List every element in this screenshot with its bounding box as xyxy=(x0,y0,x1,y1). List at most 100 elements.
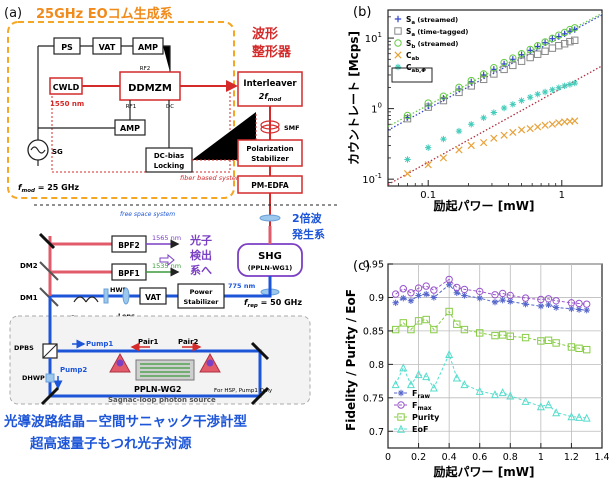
c-point-s2-0 xyxy=(391,325,400,334)
pol-stab-label-1: Polarization xyxy=(246,145,293,153)
c-point-s0-17 xyxy=(568,305,575,313)
c-point-s0-0-glyph xyxy=(392,299,399,307)
b-point-s3-7 xyxy=(500,131,508,139)
c-xtick-label-6: 1.2 xyxy=(564,452,579,463)
b-point-s1-8 xyxy=(509,61,517,70)
c-point-s3-2-glyph xyxy=(406,380,415,389)
c-xtick-label-2: 0.4 xyxy=(442,452,457,463)
b-point-s1-14-glyph xyxy=(555,41,563,50)
c-point-s0-16-glyph xyxy=(552,304,560,311)
detect-arrow-icon xyxy=(159,253,175,267)
b-point-s2-9 xyxy=(517,50,526,58)
c-point-s3-19 xyxy=(582,413,591,422)
c-point-s2-0-glyph xyxy=(391,325,400,334)
lens-icon xyxy=(122,287,130,305)
c-point-s0-5 xyxy=(430,294,438,301)
c-legend-main-1: F xyxy=(412,401,417,410)
c-point-s0-8-glyph xyxy=(461,292,468,299)
fmod-label: fmod = 25 GHz xyxy=(18,183,79,194)
b-point-s4-1 xyxy=(425,144,432,151)
c-point-s2-11-glyph xyxy=(498,331,507,339)
b-point-s3-12 xyxy=(541,121,549,129)
b-point-s2-10 xyxy=(526,45,534,54)
b-point-s1-15 xyxy=(560,40,569,48)
b-point-s2-4-glyph xyxy=(467,76,475,85)
free-space-label: free space system xyxy=(120,211,175,218)
pump1-label: Pump1 xyxy=(86,340,113,348)
c-point-s1-12-glyph xyxy=(506,291,514,300)
b-point-s1-12 xyxy=(541,47,549,55)
b-legend-marker-2 xyxy=(394,39,402,47)
c-point-s1-2-glyph xyxy=(407,289,415,297)
b-point-s0-13 xyxy=(549,35,556,42)
c-legend-marker-1-glyph xyxy=(397,401,405,409)
c-series-line-1 xyxy=(395,278,587,305)
b-point-s2-12-glyph xyxy=(541,38,549,46)
c-point-s0-7 xyxy=(453,289,460,296)
b-point-s4-9-glyph xyxy=(518,97,525,104)
c-ytick-label-1: 0.9 xyxy=(369,293,384,304)
b-ytick-exp-0: 1 xyxy=(378,31,382,39)
b-legend-sub-4: ab, xyxy=(412,68,422,74)
c-point-s3-8 xyxy=(460,380,469,389)
interleaver-box xyxy=(237,71,303,107)
dpbs-label: DPBS xyxy=(14,344,34,352)
vat2-box xyxy=(139,287,167,305)
b-point-s0-6 xyxy=(490,66,498,73)
b-point-s4-1-glyph xyxy=(425,144,432,151)
bpf1-label: BPF1 xyxy=(118,269,140,278)
c-point-s0-5-glyph xyxy=(430,294,438,301)
c-point-s2-16 xyxy=(552,339,560,347)
c-point-s3-4 xyxy=(422,372,431,381)
b-point-s4-17 xyxy=(571,79,578,87)
shaper-label-1: 波形 xyxy=(252,26,278,42)
pump2-label: Pump2 xyxy=(60,366,87,374)
b-point-s1-10 xyxy=(526,53,534,62)
b-legend-label-2: Sb (streamed) xyxy=(406,39,458,50)
b-point-s4-3-glyph xyxy=(455,127,463,135)
vat-label: VAT xyxy=(99,43,116,52)
c-point-s1-4-glyph xyxy=(422,282,430,290)
c-legend-marker-2 xyxy=(397,413,405,421)
b-point-s2-3-glyph xyxy=(455,83,463,92)
b-point-s1-11-glyph xyxy=(533,50,542,58)
b-point-s3-17-glyph xyxy=(571,117,579,125)
c-point-s3-12 xyxy=(506,391,515,400)
c-point-s3-15 xyxy=(544,400,553,409)
c-xtick-label-3: 0.6 xyxy=(472,452,487,463)
b-point-s4-6-glyph xyxy=(490,109,498,116)
c-point-s3-3 xyxy=(414,370,423,379)
c-ytick-label-2: 0.85 xyxy=(363,326,384,337)
c-point-s3-6-glyph xyxy=(445,350,454,359)
ppln-waveguide-lines xyxy=(140,363,190,377)
b-point-s4-7 xyxy=(500,104,508,112)
c-point-s1-6 xyxy=(445,275,453,284)
b-ytick-exp-2: -1 xyxy=(375,172,382,180)
c-point-s0-13-glyph xyxy=(522,300,529,308)
b-legend-rest-1: (time-tagged) xyxy=(415,28,468,36)
c-legend-marker-1 xyxy=(397,401,405,409)
c-point-s3-8-glyph xyxy=(460,380,469,389)
b-ytick-label-1: 10 xyxy=(371,102,382,116)
b-point-s3-4 xyxy=(467,141,475,150)
smf-spool-icon-2 xyxy=(260,124,280,134)
b-point-s3-10 xyxy=(526,125,534,133)
shg-label: SHG xyxy=(258,251,282,262)
c-point-s3-0 xyxy=(391,380,400,389)
c-point-s0-19 xyxy=(583,306,590,314)
b-point-s2-17 xyxy=(571,24,579,32)
b-point-s3-11-glyph xyxy=(534,123,542,131)
c-xtick-label-5: 1 xyxy=(538,452,544,463)
c-point-s1-1 xyxy=(399,285,407,293)
c-point-s3-16-glyph xyxy=(552,408,561,417)
b-point-s3-2 xyxy=(439,154,448,162)
c-point-s0-11 xyxy=(499,296,506,304)
b-legend-highlight-box xyxy=(391,67,433,83)
b-point-s1-16 xyxy=(566,37,574,46)
c-point-s2-14-glyph xyxy=(537,337,545,345)
c-point-s1-7 xyxy=(453,283,461,292)
b-point-s4-8-glyph xyxy=(509,101,517,108)
b-legend-marker-1-glyph xyxy=(394,27,402,35)
b-point-s4-13-glyph xyxy=(549,86,556,93)
c-point-s3-15-glyph xyxy=(544,400,553,409)
